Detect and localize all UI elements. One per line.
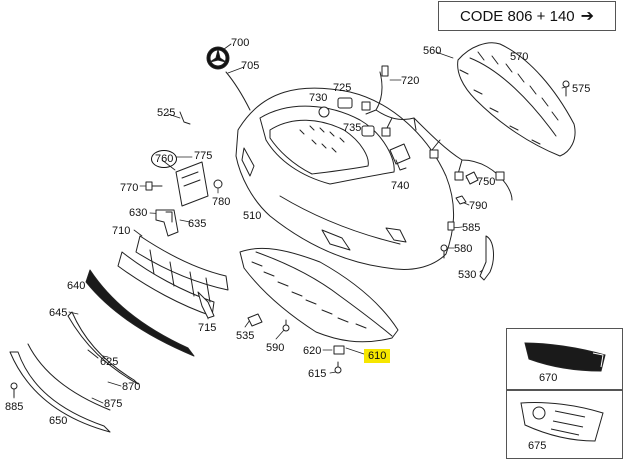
part-label-645: 645 [49,307,68,319]
part-label-675: 675 [528,440,547,452]
part-label-590: 590 [266,342,285,354]
part-label-610-highlighted: 610 [364,349,391,363]
part-label-780: 780 [212,196,231,208]
part-label-560: 560 [423,45,442,57]
part-label-620: 620 [303,345,322,357]
trim-715 [197,291,215,319]
part-label-580: 580 [454,243,473,255]
part-label-525: 525 [157,107,176,119]
clip-625 [87,349,99,359]
clip-535 [247,313,263,327]
sensor-750 [465,171,479,185]
part-label-790: 790 [469,200,488,212]
part-label-720: 720 [401,75,420,87]
clip-635 [165,211,173,223]
air-guide-570 [457,42,576,157]
part-label-705: 705 [241,60,260,72]
part-label-670: 670 [539,372,558,384]
part-label-885: 885 [5,401,24,413]
bracket-530 [479,235,494,281]
part-label-725: 725 [333,82,352,94]
part-label-760: 760 [151,150,178,168]
code-note-box: CODE 806 + 140 ➔ [438,1,616,31]
part-label-740: 740 [391,180,410,192]
wiring-harness-720 [361,65,513,201]
part-label-510: 510 [243,210,262,222]
part-label-875: 875 [104,398,123,410]
part-label-530: 530 [458,269,477,281]
part-label-750: 750 [477,176,496,188]
part-label-625: 625 [100,356,119,368]
part-label-650: 650 [49,415,68,427]
inset-part-670 [506,328,623,390]
trim-strip-645 [67,311,139,385]
screw-615-icon [334,361,342,374]
clip-525 [179,111,191,125]
screw-575-icon [562,80,570,97]
grille-frame-710 [117,235,229,317]
inset-part-675 [506,390,623,459]
right-arrow-icon: ➔ [580,8,595,25]
bolt-770-icon [145,181,163,191]
part-675-drawing [520,402,604,442]
underbody-panel-610 [239,247,399,343]
screw-580-icon [440,244,448,259]
part-label-870: 870 [122,381,141,393]
part-label-710: 710 [112,225,131,237]
part-label-570: 570 [510,51,529,63]
part-670-drawing [524,342,606,372]
screw-590-icon [282,319,290,332]
part-label-730: 730 [309,92,328,104]
part-790 [455,195,467,205]
part-label-585: 585 [462,222,481,234]
park-sensors [318,97,411,171]
part-label-630: 630 [129,207,148,219]
code-note-text: CODE 806 + 140 [459,7,575,25]
star-emblem-700 [206,46,230,70]
part-label-575: 575 [572,83,591,95]
part-label-640: 640 [67,280,86,292]
part-label-635: 635 [188,218,207,230]
screw-885-icon [10,382,18,398]
clip-620 [333,345,345,355]
part-label-735: 735 [343,122,362,134]
part-label-775: 775 [194,150,213,162]
part-label-700: 700 [231,37,250,49]
part-label-770: 770 [120,182,139,194]
bracket-705 [225,71,251,111]
part-label-535: 535 [236,330,255,342]
bracket-630 [155,209,179,237]
part-label-715: 715 [198,322,217,334]
license-plate-bracket-775 [175,161,209,207]
trim-650 [9,351,111,433]
trim-inner-875 [27,343,111,411]
clip-585 [447,221,455,231]
part-label-615: 615 [308,368,327,380]
lower-grille-640 [85,269,195,357]
nut-780-icon [213,179,223,189]
bumper-cover-510 [235,87,454,270]
